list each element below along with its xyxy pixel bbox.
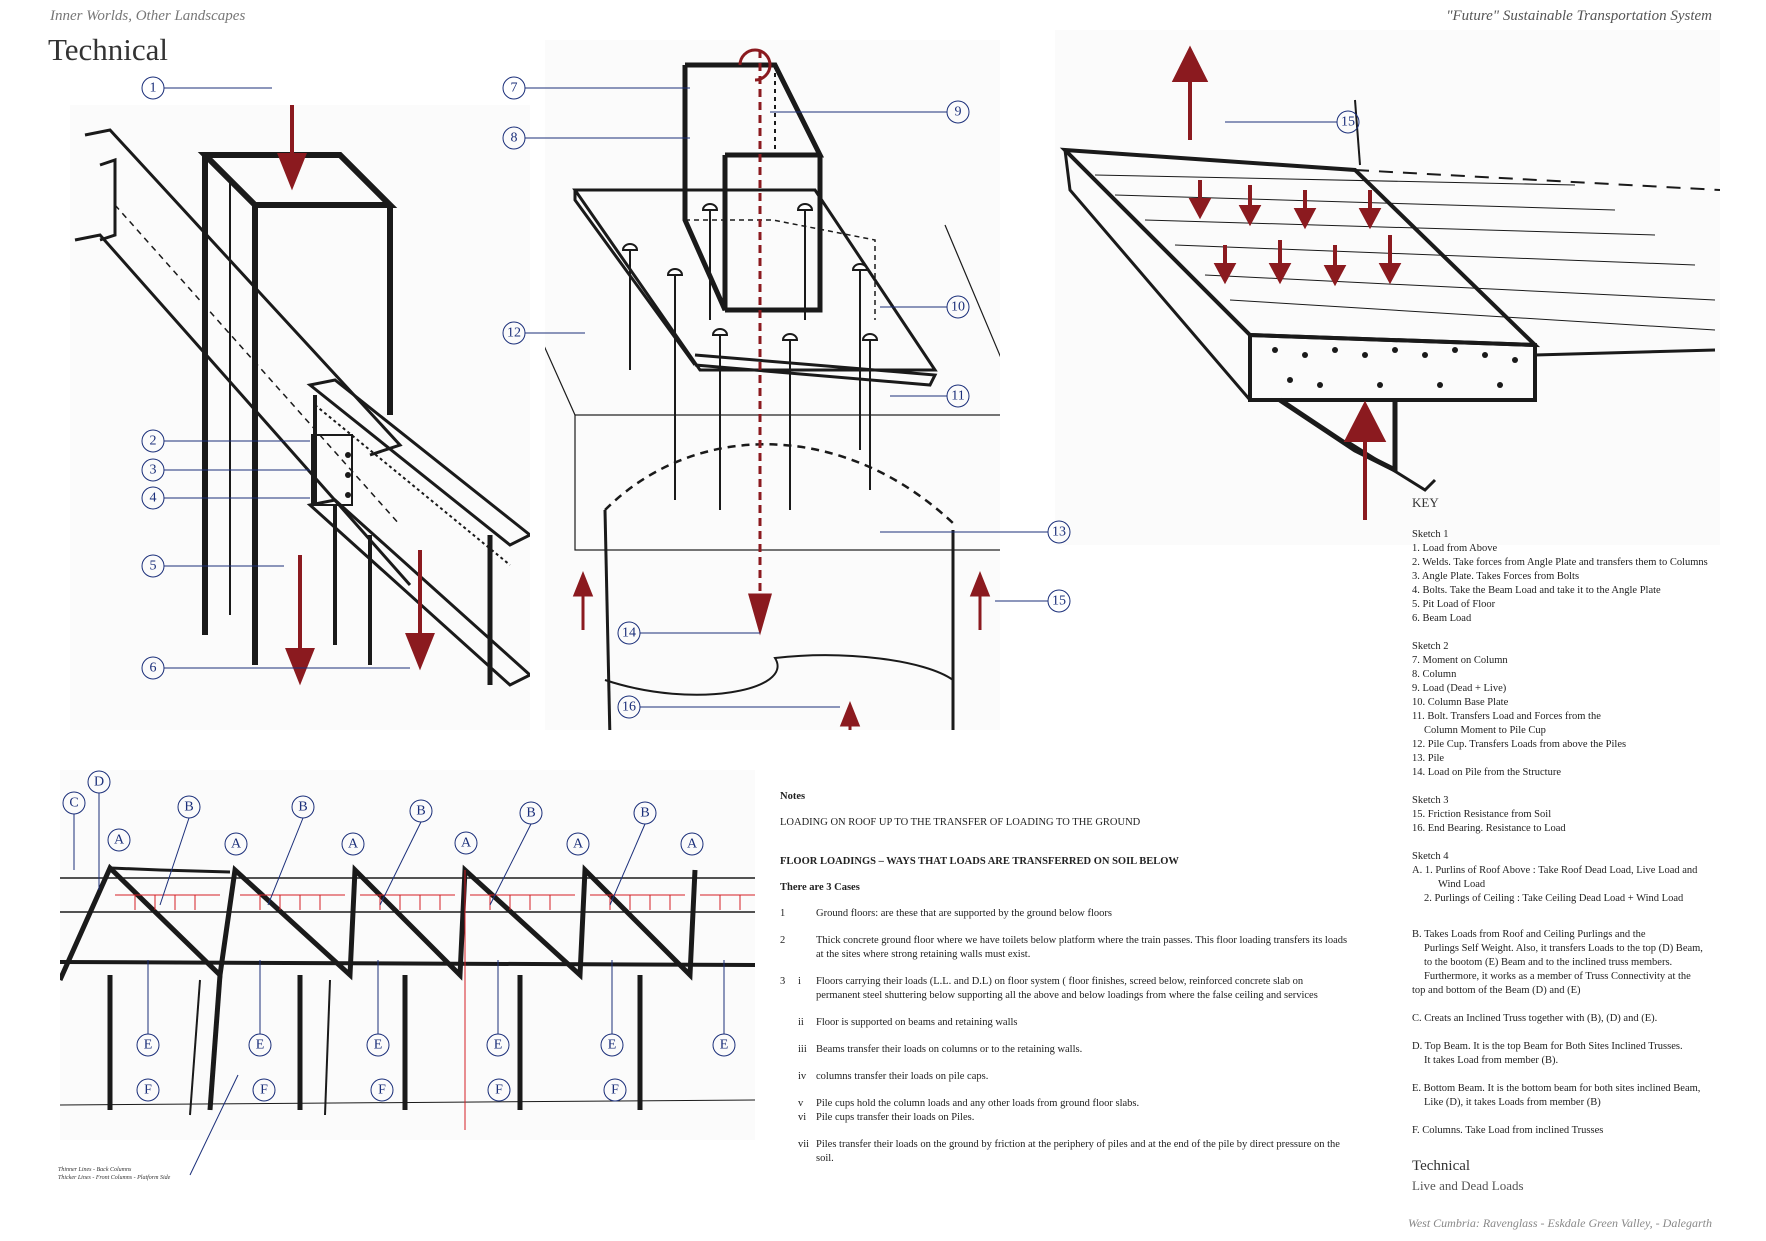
notes-line3: There are 3 Cases	[780, 882, 860, 893]
label-e: E	[494, 1038, 503, 1053]
sketch-4	[57, 770, 756, 1140]
label-15: 15	[1052, 594, 1066, 609]
label-6: 6	[150, 661, 157, 676]
label-b: B	[526, 806, 535, 821]
label-7: 7	[511, 81, 518, 96]
project-name: Inner Worlds, Other Landscapes	[50, 8, 246, 24]
label-3: 3	[150, 463, 157, 478]
label-e: E	[720, 1038, 729, 1053]
label-e: E	[374, 1038, 383, 1053]
label-f: F	[611, 1083, 619, 1098]
project-subtitle: "Future" Sustainable Transportation Syst…	[1446, 8, 1712, 24]
notes-line2: FLOOR LOADINGS – WAYS THAT LOADS ARE TRA…	[780, 856, 1179, 867]
label-a: A	[461, 836, 472, 851]
label-b: B	[184, 800, 193, 815]
sketch-2	[489, 40, 1026, 741]
label-e: E	[608, 1038, 617, 1053]
label-a: A	[348, 837, 359, 852]
label-10: 10	[951, 300, 965, 315]
label-b: B	[298, 800, 307, 815]
label-f: F	[495, 1083, 503, 1098]
notes-panel: Notes LOADING ON ROOF UP TO THE TRANSFER…	[780, 790, 1350, 1179]
label-13: 13	[1052, 525, 1066, 540]
key-c: C. Creats an Inclined Truss together wit…	[1412, 1013, 1658, 1024]
label-a: A	[573, 837, 584, 852]
footer-location: West Cumbria: Ravenglass - Eskdale Green…	[1407, 1216, 1712, 1230]
label-f: F	[378, 1083, 386, 1098]
label-a: A	[231, 837, 242, 852]
label-9: 9	[955, 105, 962, 120]
footer-subtitle: Live and Dead Loads	[1412, 1178, 1524, 1193]
key-e: E. Bottom Beam. It is the bottom beam fo…	[1412, 1083, 1701, 1108]
label-11: 11	[951, 389, 964, 404]
label-b: B	[416, 804, 425, 819]
label-e: E	[144, 1038, 153, 1053]
label-b: B	[640, 806, 649, 821]
sketch-1	[70, 45, 533, 730]
key-d: D. Top Beam. It is the top Beam for Both…	[1412, 1041, 1683, 1066]
label-14: 14	[622, 626, 636, 641]
label-e: E	[256, 1038, 265, 1053]
label-f: F	[144, 1083, 152, 1098]
key-title: KEY	[1412, 495, 1439, 510]
sketch-3	[1055, 30, 1721, 545]
notes-line1: LOADING ON ROOF UP TO THE TRANSFER OF LO…	[780, 817, 1141, 828]
label-4: 4	[150, 491, 157, 506]
label-c: C	[69, 796, 78, 811]
label-16: 16	[622, 700, 636, 715]
line-weight-note: Thinner Lines - Back Columns Thicker Lin…	[58, 1167, 171, 1181]
key-f: F. Columns. Take Load from inclined Trus…	[1412, 1125, 1604, 1136]
label-8: 8	[511, 131, 518, 146]
label-a: A	[687, 837, 698, 852]
label-d: D	[94, 775, 104, 790]
key-b: B. Takes Loads from Roof and Ceiling Pur…	[1412, 929, 1703, 996]
key-sketch4: Sketch 4 A. 1. Purlins of Roof Above : T…	[1412, 851, 1698, 904]
label-15-sketch3: 15	[1341, 115, 1355, 130]
label-f: F	[260, 1083, 268, 1098]
footer-title: Technical	[1412, 1158, 1471, 1174]
label-1: 1	[150, 81, 157, 96]
label-a: A	[114, 833, 125, 848]
label-5: 5	[150, 559, 157, 574]
notes-heading: Notes	[780, 791, 806, 802]
label-12: 12	[507, 326, 521, 341]
key-sketch3: Sketch 3 15. Friction Resistance from So…	[1412, 795, 1566, 834]
page-title: Technical	[48, 32, 169, 67]
label-2: 2	[150, 434, 157, 449]
